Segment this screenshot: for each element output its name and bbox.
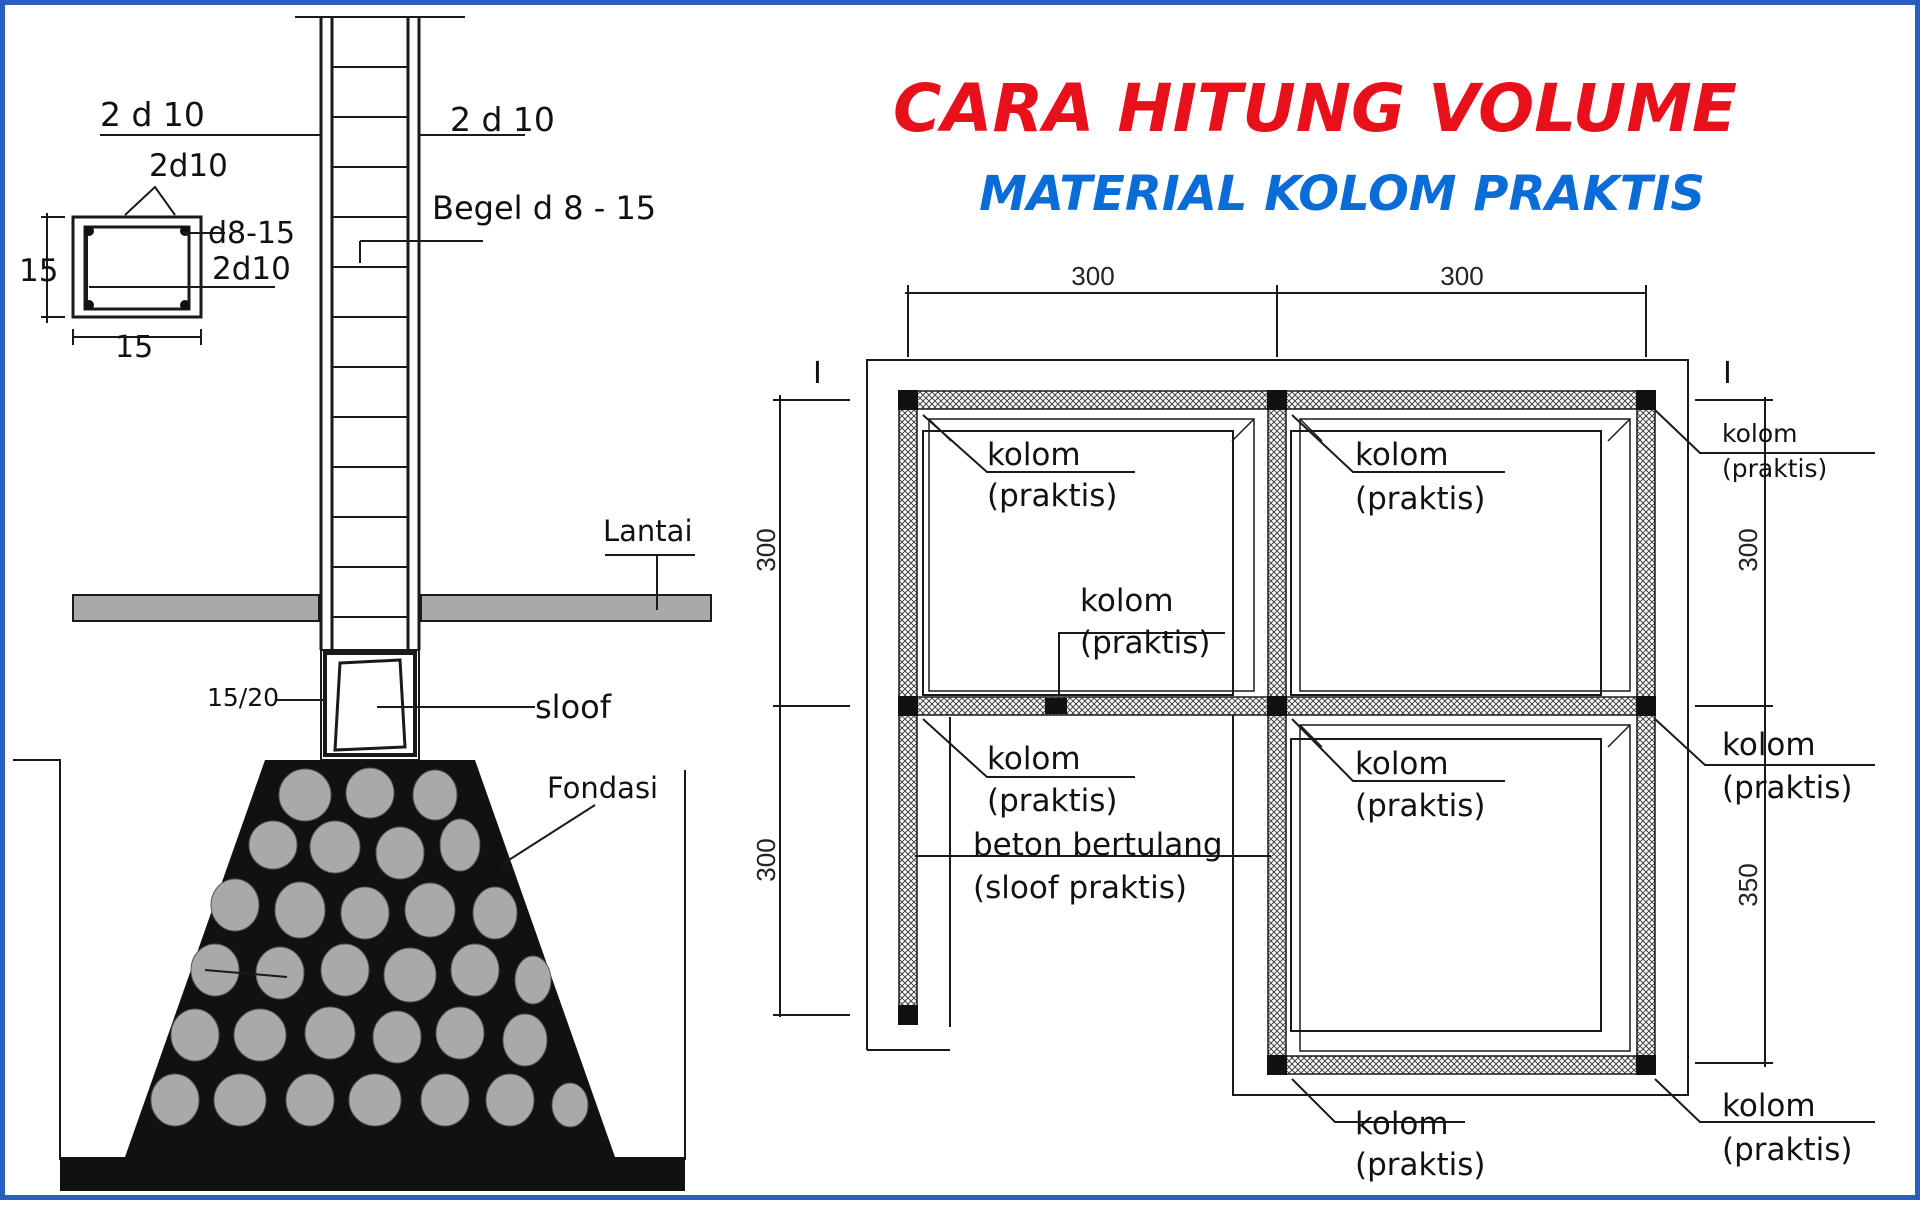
sloof-section — [320, 649, 420, 761]
plan-outlines — [866, 359, 1689, 1096]
section-height-label: 15 — [19, 253, 58, 289]
sloof-size-label: 15/20 — [207, 683, 279, 712]
dim-right-lower: 350 — [1733, 863, 1763, 906]
column-label-8: kolom (praktis) — [1355, 1106, 1485, 1183]
construction-diagram: CARA HITUNG VOLUME MATERIAL KOLOM PRAKTI… — [13, 16, 1875, 1191]
dim-left-upper: 300 — [751, 528, 781, 571]
column-label-word: kolom — [1080, 583, 1174, 619]
column-label-type: (praktis) — [1722, 770, 1852, 806]
dim-left-lower: 300 — [751, 838, 781, 881]
column-label-type: (praktis) — [987, 783, 1117, 819]
column-markers — [898, 390, 1656, 1075]
stirrup-lines — [332, 66, 408, 618]
detail-leader-lines — [89, 134, 695, 978]
beam-label-line-2: (sloof praktis) — [973, 870, 1187, 906]
column-label-type: (praktis) — [987, 478, 1117, 514]
column-label-type: (praktis) — [1355, 481, 1485, 517]
column-label-9: kolom (praktis) — [1722, 1088, 1852, 1168]
floor-slab — [72, 594, 712, 622]
column-label-5: kolom (praktis) — [987, 741, 1117, 819]
floor-label: Lantai — [603, 514, 693, 548]
foundation-trench — [13, 759, 686, 1160]
dim-right-upper: 300 — [1733, 528, 1763, 571]
column-label-word: kolom — [1722, 1088, 1816, 1124]
title-line-1: CARA HITUNG VOLUME — [893, 70, 1737, 147]
column-label-word: kolom — [987, 741, 1081, 777]
column-label-4: kolom (praktis) — [1080, 583, 1210, 661]
column-label-word: kolom — [1722, 419, 1797, 448]
column-label-3: kolom (praktis) — [1722, 419, 1827, 483]
stone-foundation — [125, 760, 615, 1157]
section-bottom-rebar-label: 2d10 — [212, 251, 291, 287]
sloof-label: sloof — [535, 688, 612, 726]
section-stirrup-label: d8-15 — [208, 216, 295, 251]
rebar-label-right: 2 d 10 — [450, 100, 555, 139]
column-label-word: kolom — [987, 437, 1081, 473]
title-line-2: MATERIAL KOLOM PRAKTIS — [979, 166, 1705, 222]
column-cross-section — [41, 213, 203, 345]
column-label-1: kolom (praktis) — [987, 437, 1117, 514]
plan-leader-lines — [915, 409, 1875, 1123]
column-label-6: kolom (praktis) — [1355, 746, 1485, 824]
section-mark-right: I — [1723, 356, 1732, 391]
foundation-label: Fondasi — [547, 771, 658, 805]
column-label-word: kolom — [1355, 1106, 1449, 1142]
dim-top-left: 300 — [1071, 261, 1114, 291]
rebar-label-left: 2 d 10 — [100, 95, 205, 134]
column-elevation — [295, 16, 465, 650]
section-width-label: 15 — [115, 330, 153, 365]
column-label-word: kolom — [1355, 437, 1449, 473]
column-label-type: (praktis) — [1722, 454, 1827, 483]
beam-label-line-1: beton bertulang — [973, 827, 1223, 863]
column-label-type: (praktis) — [1355, 788, 1485, 824]
column-label-type: (praktis) — [1722, 1132, 1852, 1168]
column-label-2: kolom (praktis) — [1355, 437, 1485, 517]
column-label-word: kolom — [1722, 727, 1816, 763]
section-mark-left: I — [813, 356, 822, 391]
stirrup-label: Begel d 8 - 15 — [432, 189, 656, 227]
column-label-type: (praktis) — [1080, 625, 1210, 661]
column-label-7: kolom (praktis) — [1722, 727, 1852, 806]
section-top-rebar-label: 2d10 — [149, 148, 228, 184]
dimension-lines — [773, 285, 1773, 1067]
beam-label: beton bertulang (sloof praktis) — [973, 827, 1223, 906]
dim-top-right: 300 — [1440, 261, 1483, 291]
column-label-word: kolom — [1355, 746, 1449, 782]
ground-base — [60, 1157, 685, 1191]
column-label-type: (praktis) — [1355, 1147, 1485, 1183]
